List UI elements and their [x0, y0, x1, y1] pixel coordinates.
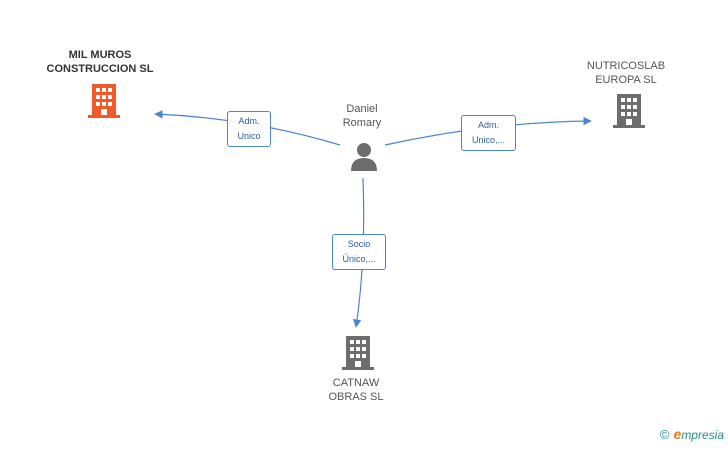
brand-footer: © empresia: [660, 426, 724, 442]
company-label-nutricoslab[interactable]: NUTRICOSLAB EUROPA SL: [586, 60, 666, 86]
edge-label-mil-muros: Adm. Unico: [227, 111, 271, 147]
company-label-mil-muros[interactable]: MIL MUROS CONSTRUCCION SL: [46, 49, 154, 75]
copyright-symbol: ©: [659, 426, 670, 442]
building-icon[interactable]: [613, 94, 645, 128]
person-icon[interactable]: [351, 143, 377, 171]
edge-label-catnaw: Socio Único,...: [332, 234, 386, 270]
building-icon[interactable]: [88, 84, 120, 118]
building-icon[interactable]: [342, 336, 374, 370]
company-label-catnaw[interactable]: CATNAW OBRAS SL: [328, 377, 384, 403]
person-label[interactable]: Daniel Romary: [342, 103, 382, 129]
edge-label-nutricoslab: Adm. Unico,...: [461, 115, 516, 151]
brand-logo[interactable]: empresia: [673, 426, 724, 442]
